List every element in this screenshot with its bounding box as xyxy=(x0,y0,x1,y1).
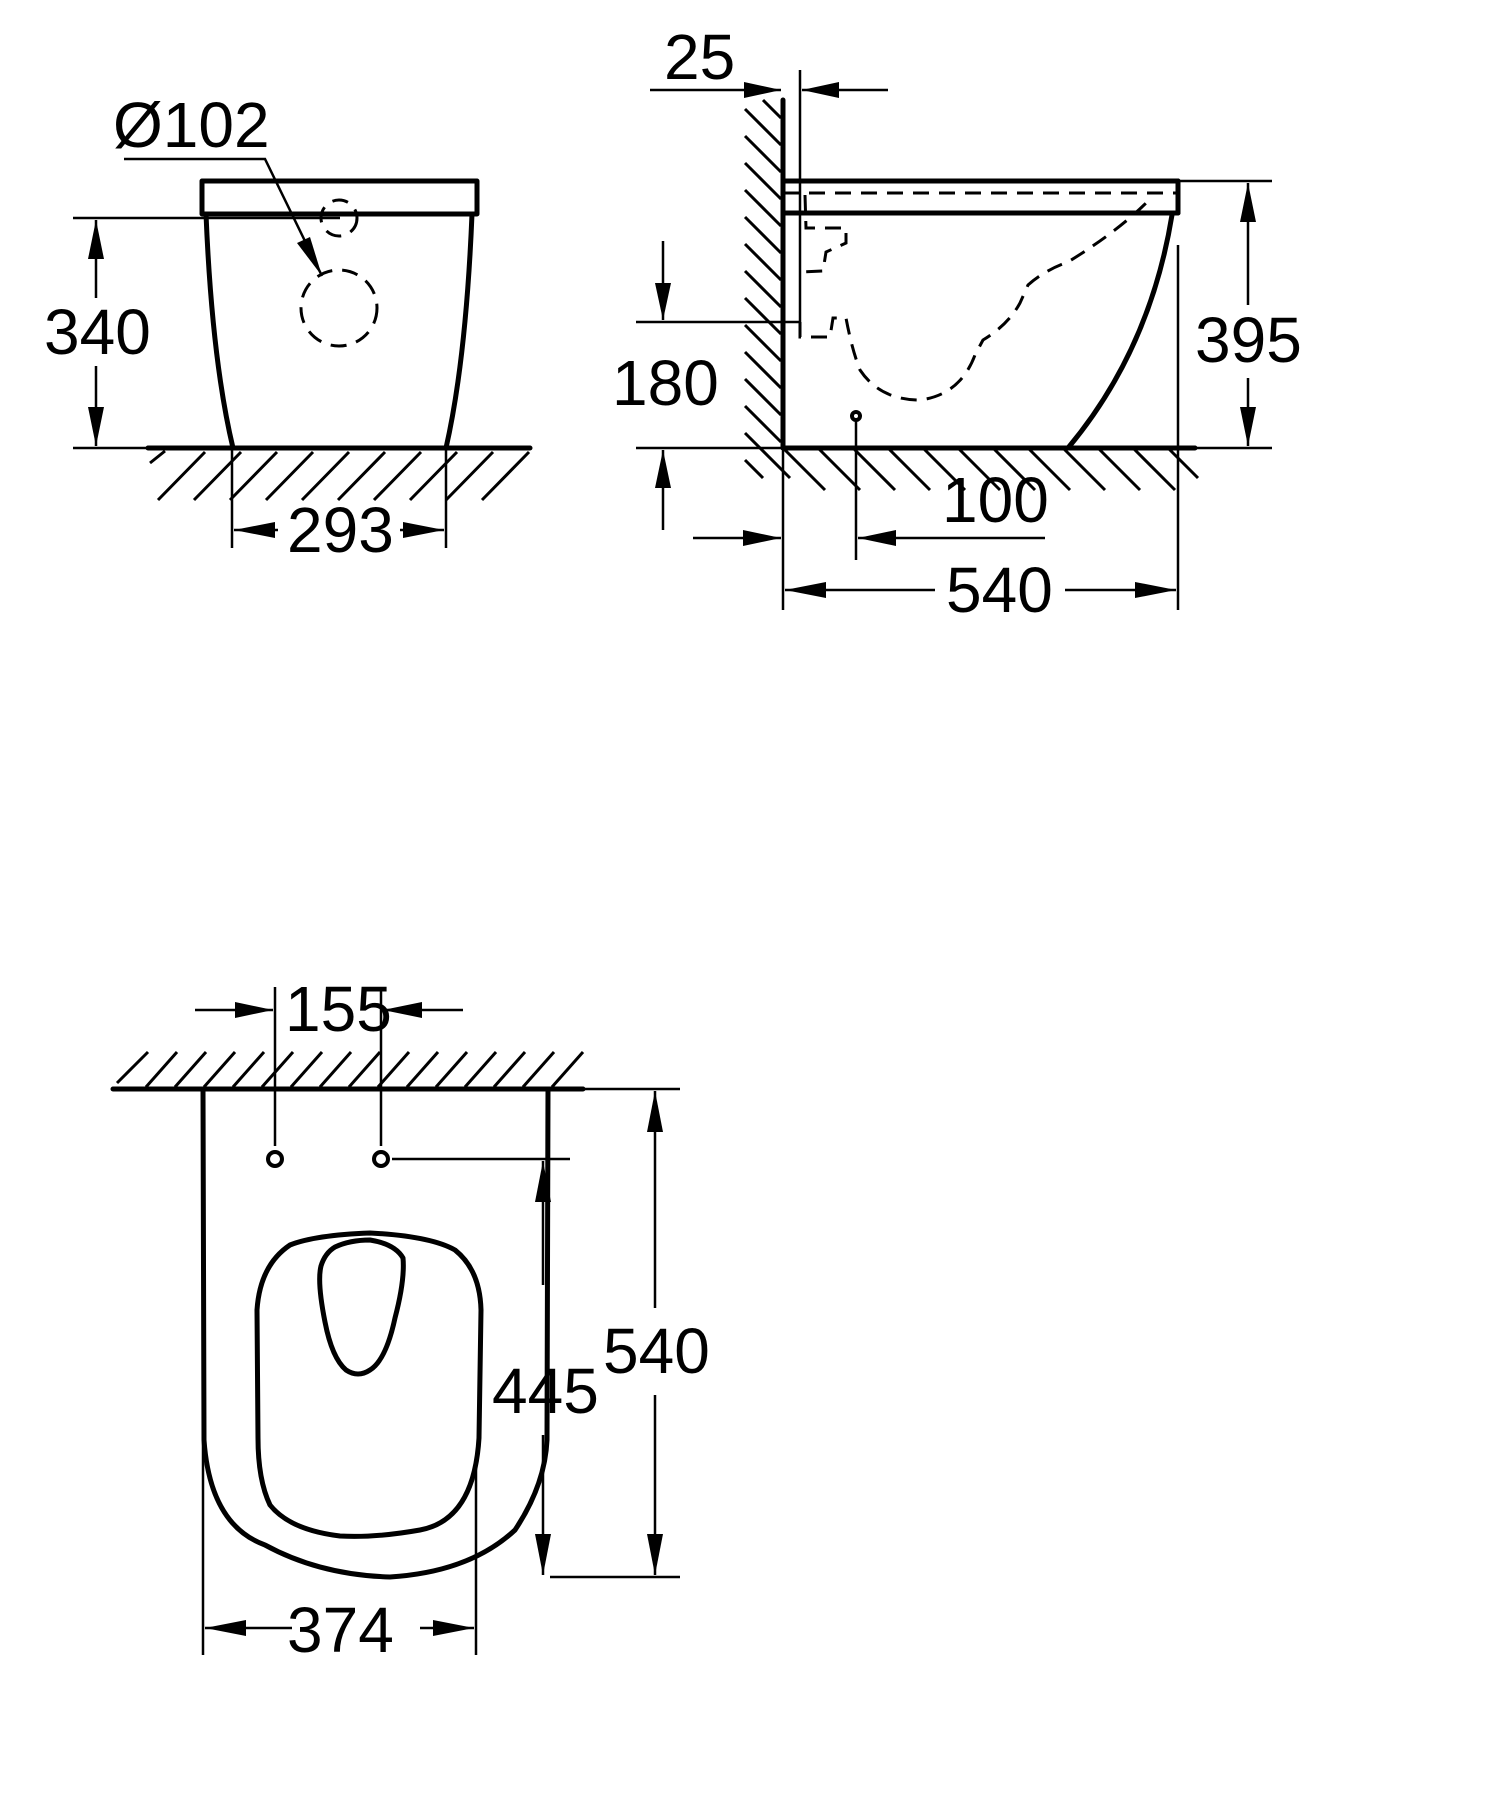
outlet-hidden-circle xyxy=(299,268,379,348)
bowl-opening xyxy=(317,1237,406,1377)
front-view: Ø102 340 293 xyxy=(44,89,533,566)
trap-inlet-hidden xyxy=(799,194,848,274)
side-view: 25 180 100 540 395 xyxy=(612,21,1302,626)
floor-hatch-side xyxy=(781,446,1200,492)
fixing-hole-right xyxy=(372,1150,390,1168)
dim-wall-gap: 25 xyxy=(664,21,735,93)
dim-total-width: 374 xyxy=(287,1594,394,1666)
dim-fixing-spacing: 155 xyxy=(285,973,392,1045)
top-view: 155 445 540 374 xyxy=(110,973,710,1666)
dim-fixing-offset: 100 xyxy=(942,464,1049,536)
bowl-outline xyxy=(1065,212,1175,451)
dim-total-depth-side: 540 xyxy=(946,554,1053,626)
floor-hatch xyxy=(149,449,531,502)
dim-inlet-height: 180 xyxy=(612,347,719,419)
dim-fixing-to-front: 445 xyxy=(492,1355,599,1427)
dim-outlet-height: 340 xyxy=(44,296,151,368)
wall-hatch-top xyxy=(115,1050,585,1088)
dim-total-height: 395 xyxy=(1195,304,1302,376)
body-left-outline xyxy=(203,211,236,451)
fixing-hole-left xyxy=(266,1150,284,1168)
seat-outline xyxy=(199,178,480,217)
leader-arrow xyxy=(297,237,322,276)
fixing-hole-side xyxy=(850,410,862,422)
diameter-leader xyxy=(124,157,324,277)
trapway-hidden xyxy=(798,197,1152,402)
pan-outline xyxy=(200,1086,551,1580)
dim-outlet-diameter: Ø102 xyxy=(113,89,270,161)
seat-outline-top xyxy=(254,1230,484,1539)
body-right-outline xyxy=(443,211,475,451)
dim-total-depth-top: 540 xyxy=(603,1315,710,1387)
dim-base-width: 293 xyxy=(287,494,394,566)
